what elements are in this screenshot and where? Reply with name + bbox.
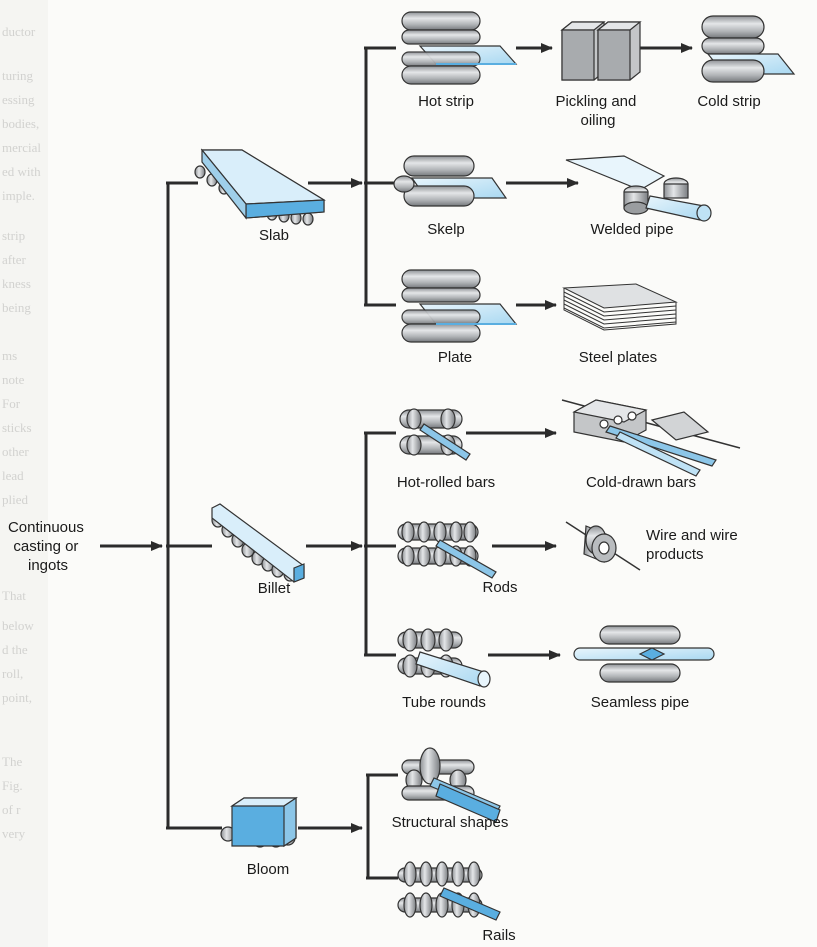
svg-text:That: That xyxy=(2,588,26,603)
svg-text:after: after xyxy=(2,252,26,267)
pickling-tanks-icon xyxy=(560,21,642,81)
hot-rolled-bars-mill-icon xyxy=(399,408,471,461)
tube-rounds-mill-icon xyxy=(397,628,491,688)
welded-pipe-icon xyxy=(565,155,712,222)
rails-mill-icon xyxy=(397,861,501,921)
svg-text:essing: essing xyxy=(2,92,35,107)
label-rods: Rods xyxy=(482,579,517,596)
label-source: Continuous casting or ingots xyxy=(8,519,88,574)
label-bloom: Bloom xyxy=(247,861,290,878)
seamless-pipe-icon xyxy=(573,625,715,683)
label-steel-plates: Steel plates xyxy=(579,349,657,366)
label-hot-strip: Hot strip xyxy=(418,93,474,110)
svg-text:point,: point, xyxy=(2,690,32,705)
svg-text:of r: of r xyxy=(2,802,21,817)
svg-text:very: very xyxy=(2,826,26,841)
label-plate: Plate xyxy=(438,349,472,366)
rods-mill-icon xyxy=(397,521,497,579)
svg-text:ms: ms xyxy=(2,348,17,363)
svg-text:For: For xyxy=(2,396,21,411)
label-cold-strip: Cold strip xyxy=(697,93,760,110)
label-pickling-line2: oiling xyxy=(580,112,615,129)
svg-text:other: other xyxy=(2,444,29,459)
svg-text:turing: turing xyxy=(2,68,34,83)
svg-text:Fig.: Fig. xyxy=(2,778,23,793)
hot-strip-mill-icon xyxy=(401,11,518,85)
label-wire-line1: Wire and wire xyxy=(646,527,738,544)
slab-icon xyxy=(194,148,326,226)
svg-text:note: note xyxy=(2,372,25,387)
svg-text:being: being xyxy=(2,300,31,315)
label-wire-line2: products xyxy=(646,546,704,563)
svg-text:ed with: ed with xyxy=(2,164,41,179)
svg-text:lead: lead xyxy=(2,468,24,483)
cold-strip-mill-icon xyxy=(701,15,796,83)
label-wire: Wire and wire products xyxy=(646,527,742,563)
svg-text:plied: plied xyxy=(2,492,28,507)
label-source-line1: Continuous xyxy=(8,519,84,536)
bloom-icon xyxy=(220,796,298,848)
svg-text:mercial: mercial xyxy=(2,140,41,155)
svg-text:ductor: ductor xyxy=(2,24,36,39)
svg-text:roll,: roll, xyxy=(2,666,23,681)
background-text: ductor turing essing bodies, mercial ed … xyxy=(0,0,48,947)
svg-text:d the: d the xyxy=(2,642,28,657)
wire-die-icon xyxy=(565,521,641,571)
label-slab: Slab xyxy=(259,227,289,244)
label-source-line3: ingots xyxy=(28,557,68,574)
cold-drawn-bars-icon xyxy=(561,399,741,477)
label-structural-shapes: Structural shapes xyxy=(392,814,509,831)
structural-shapes-mill-icon xyxy=(401,747,501,823)
flow-lines xyxy=(100,43,693,880)
label-hot-rolled-bars: Hot-rolled bars xyxy=(397,474,495,491)
label-seamless-pipe: Seamless pipe xyxy=(591,694,689,711)
label-welded-pipe: Welded pipe xyxy=(590,221,673,238)
svg-text:sticks: sticks xyxy=(2,420,32,435)
svg-text:strip: strip xyxy=(2,228,25,243)
label-cold-drawn-bars: Cold-drawn bars xyxy=(586,474,696,491)
svg-text:below: below xyxy=(2,618,34,633)
label-pickling: Pickling and oiling xyxy=(555,93,640,129)
label-billet: Billet xyxy=(258,580,291,597)
labels: Continuous casting or ingots Slab Billet… xyxy=(8,93,761,944)
steel-plates-icon xyxy=(562,283,678,331)
label-skelp: Skelp xyxy=(427,221,465,238)
label-tube-rounds: Tube rounds xyxy=(402,694,486,711)
label-pickling-line1: Pickling and xyxy=(555,93,636,110)
svg-text:bodies,: bodies, xyxy=(2,116,39,131)
billet-icon xyxy=(211,503,305,583)
svg-text:The: The xyxy=(2,754,22,769)
plate-mill-icon xyxy=(401,269,518,343)
skelp-mill-icon xyxy=(393,155,508,207)
svg-text:kness: kness xyxy=(2,276,31,291)
label-rails: Rails xyxy=(482,927,515,944)
label-source-line2: casting or xyxy=(13,538,78,555)
svg-text:imple.: imple. xyxy=(2,188,35,203)
